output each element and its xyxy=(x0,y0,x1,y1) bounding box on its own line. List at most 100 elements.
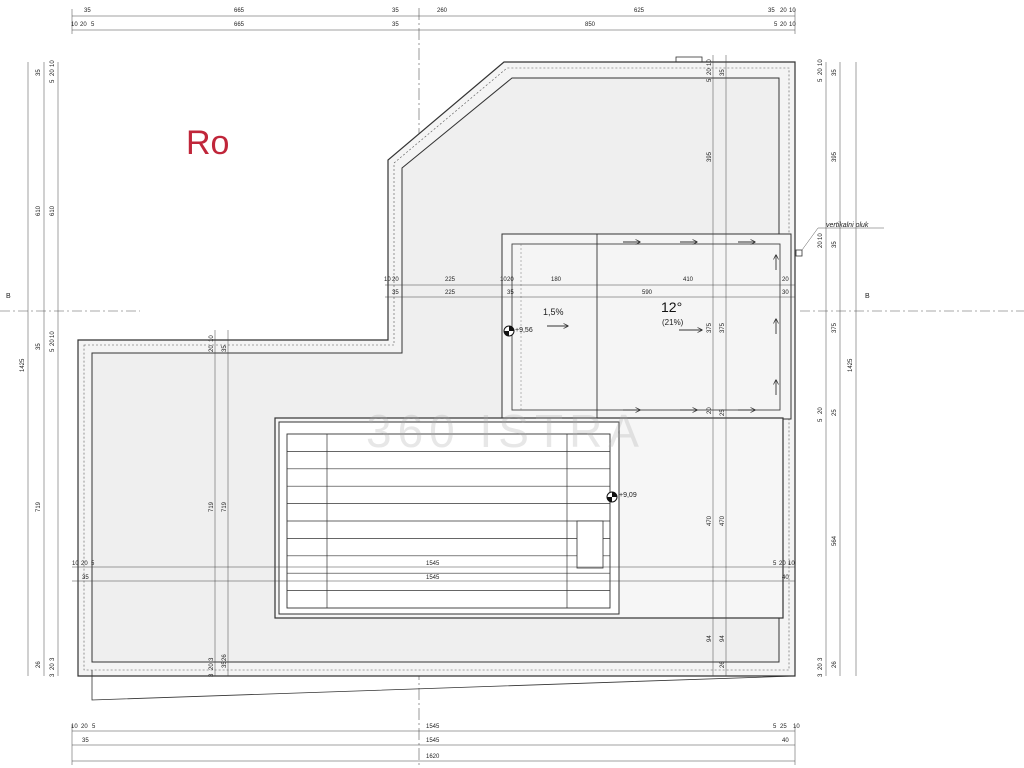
dim: 35 xyxy=(392,290,399,296)
dim: 20 xyxy=(707,407,713,414)
page-title: Ro xyxy=(186,124,230,162)
level-marker-1 xyxy=(503,325,515,337)
top-dimensions-row2: 10 20 5 665 35 850 5 20 10 xyxy=(71,22,796,28)
dim: 665 xyxy=(234,8,245,14)
dim: 719 xyxy=(36,501,42,512)
dim: 35 xyxy=(392,8,399,14)
dim: 10 xyxy=(788,561,795,567)
dim: 35 xyxy=(82,738,89,744)
section-mark-right: B xyxy=(865,293,870,300)
dim: 610 xyxy=(36,205,42,216)
dim: 5 xyxy=(773,724,777,730)
dim: 5 xyxy=(91,561,95,567)
dim: 40 xyxy=(782,575,789,581)
dim: 260 xyxy=(437,8,448,14)
dim: 10 xyxy=(818,59,824,66)
dim: 10 xyxy=(71,724,78,730)
dim: 3 xyxy=(818,657,824,661)
dim: 10 xyxy=(707,59,713,66)
dim: 5 xyxy=(773,561,777,567)
dimension-lines xyxy=(27,9,857,765)
dim: 20 xyxy=(818,407,824,414)
dim: 20 xyxy=(507,277,514,283)
dim: 10 xyxy=(500,277,507,283)
dim: 20 xyxy=(392,277,399,283)
dim: 470 xyxy=(720,515,726,526)
bottom-dimensions: 10 20 5 1545 5 25 10 35 1545 40 1620 xyxy=(71,724,800,760)
section-mark-left: B xyxy=(6,293,11,300)
dim: 20 xyxy=(81,724,88,730)
dim: 10 xyxy=(72,561,79,567)
dim: 5 xyxy=(50,79,56,83)
dim: 5 xyxy=(91,22,95,28)
dim: 35 xyxy=(36,69,42,76)
dim: 35 xyxy=(768,8,775,14)
dim: 35 xyxy=(392,22,399,28)
dim: 35 xyxy=(84,8,91,14)
dim: 395 xyxy=(707,151,713,162)
dim: 719 xyxy=(209,501,215,512)
dim: 10 xyxy=(209,335,215,342)
level-label-2: +9,09 xyxy=(619,492,637,499)
dim: 564 xyxy=(832,535,838,546)
dim: 30 xyxy=(782,290,789,296)
dim: 25 xyxy=(720,409,726,416)
dim: 470 xyxy=(707,515,713,526)
dim: 850 xyxy=(585,22,596,28)
dim: 20 xyxy=(209,663,215,670)
dim: 5 xyxy=(50,348,56,352)
dim: 26 xyxy=(832,661,838,668)
dim: 20 xyxy=(782,277,789,283)
dim: 719 xyxy=(222,501,228,512)
dim: 10 xyxy=(384,277,391,283)
dim: 20 xyxy=(818,241,824,248)
dim: 35 xyxy=(222,345,228,352)
dim: 1425 xyxy=(848,358,854,372)
dim: 1545 xyxy=(426,738,440,744)
dim: 3 xyxy=(209,673,215,677)
dim: 1425 xyxy=(20,358,26,372)
dim: 35 xyxy=(36,343,42,350)
left-dimensions: 1425 35 610 35 719 26 5 20 10 610 5 20 1… xyxy=(20,60,56,677)
dim: 3 xyxy=(50,673,56,677)
dim: 375 xyxy=(707,322,713,333)
dim: 25 xyxy=(780,724,787,730)
downpipe-label: vertikalni oluk xyxy=(826,222,869,229)
roof-percent-label: (21%) xyxy=(662,318,684,327)
level-label-1: +9,56 xyxy=(515,327,533,334)
dim: 20 xyxy=(818,663,824,670)
dim: 35 xyxy=(720,69,726,76)
dim: 225 xyxy=(445,290,456,296)
dim: 35 xyxy=(507,290,514,296)
pitched-roof-block xyxy=(501,227,884,420)
dim: 10 xyxy=(50,331,56,338)
inner-vertical-dimensions: 10 20 35 719 719 35 3 20 3 26 5 20 10 39… xyxy=(209,59,726,677)
dim: 1620 xyxy=(426,754,440,760)
dim: 20 xyxy=(780,8,787,14)
dim: 10 xyxy=(793,724,800,730)
dim: 375 xyxy=(720,322,726,333)
dim: 20 xyxy=(50,339,56,346)
drainage-arrows xyxy=(547,242,776,410)
dim: 5 xyxy=(818,418,824,422)
terrace-block xyxy=(274,417,784,619)
watermark: 360 ISTRA xyxy=(366,405,645,457)
dim: 1545 xyxy=(426,561,440,567)
dim: 94 xyxy=(720,635,726,642)
dim: 94 xyxy=(707,635,713,642)
dim: 20 xyxy=(209,345,215,352)
dim: 20 xyxy=(81,561,88,567)
level-marker-2 xyxy=(606,491,618,503)
dim: 25 xyxy=(832,409,838,416)
dim: 35 xyxy=(832,69,838,76)
dim: 20 xyxy=(780,22,787,28)
dim: 10 xyxy=(789,22,796,28)
dim: 35 xyxy=(222,661,228,668)
roof-angle-label: 12° xyxy=(661,299,682,315)
dim: 1545 xyxy=(426,575,440,581)
dim: 20 xyxy=(818,68,824,75)
dim: 20 xyxy=(779,561,786,567)
dim: 665 xyxy=(234,22,245,28)
dim: 3 xyxy=(50,657,56,661)
